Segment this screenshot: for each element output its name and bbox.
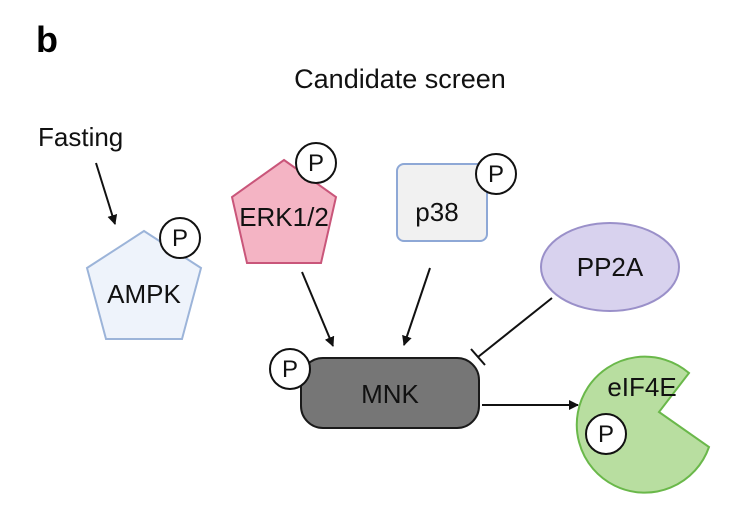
mnk-label: MNK xyxy=(361,379,419,409)
diagram-title: Candidate screen xyxy=(294,64,506,94)
erk-phospho-circle xyxy=(295,142,337,184)
panel-label: b xyxy=(36,19,58,60)
edge-p38-mnk xyxy=(402,267,431,346)
erk-pentagon xyxy=(230,158,338,264)
ampk-label: AMPK xyxy=(107,279,181,309)
pp2a-ellipse xyxy=(540,222,680,312)
p38-phospho-circle xyxy=(475,153,517,195)
edge-fasting-ampk xyxy=(95,162,118,225)
mnk-box xyxy=(300,357,480,429)
fasting-label: Fasting xyxy=(38,122,123,152)
p38-label: p38 xyxy=(415,197,458,227)
mnk-phospho-label: P xyxy=(282,356,298,383)
ampk-node: AMPK P xyxy=(85,217,203,340)
eif4e-node: eIF4E P xyxy=(575,355,711,494)
erk-phospho-label: P xyxy=(308,150,324,177)
mnk-phospho-circle xyxy=(269,348,311,390)
erk-node: ERK1/2 P xyxy=(230,142,338,264)
ampk-phospho-label: P xyxy=(172,225,188,252)
p38-node: p38 P xyxy=(396,153,517,242)
pp2a-node: PP2A xyxy=(540,222,680,312)
p38-box xyxy=(396,163,488,242)
ampk-pentagon xyxy=(85,229,203,340)
mnk-node: MNK P xyxy=(269,348,480,429)
eif4e-phospho-circle xyxy=(585,413,627,455)
p38-phospho-label: P xyxy=(488,161,504,188)
pp2a-label: PP2A xyxy=(577,252,644,282)
ampk-phospho-circle xyxy=(159,217,201,259)
eif4e-label: eIF4E xyxy=(607,372,676,402)
erk-label: ERK1/2 xyxy=(239,202,329,232)
eif4e-phospho-label: P xyxy=(598,421,614,448)
edge-pp2a-mnk-inhibition xyxy=(470,297,553,366)
edge-erk-mnk xyxy=(301,271,335,347)
eif4e-shape xyxy=(575,355,711,494)
